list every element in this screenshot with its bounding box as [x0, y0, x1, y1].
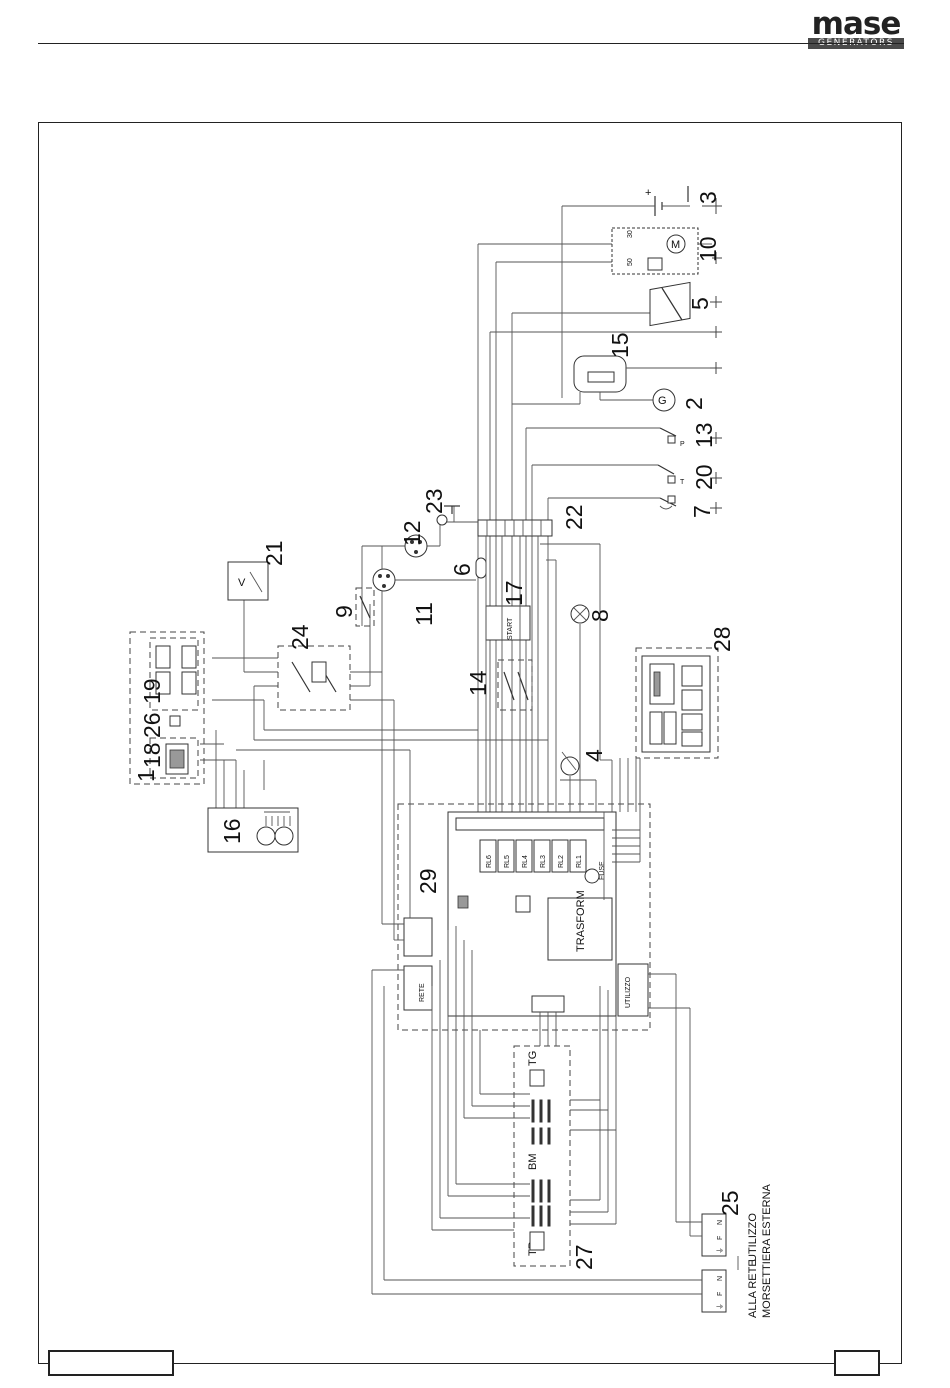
num-23: 23 — [421, 488, 447, 514]
out-f-label: F — [717, 1236, 724, 1240]
contactor-block-27: TG BM TR — [514, 996, 570, 1266]
num-7: 7 — [689, 505, 715, 518]
num-25: 25 — [717, 1190, 743, 1216]
num-3: 3 — [695, 191, 721, 204]
num-13: 13 — [691, 422, 717, 448]
terminal-block-in: N F ⏚ — [702, 1270, 726, 1312]
in-earth-label: ⏚ — [716, 1303, 724, 1310]
num-11: 11 — [411, 602, 437, 626]
num-29: 29 — [415, 868, 441, 894]
trasform-label: TRASFORM — [575, 890, 587, 952]
num-9: 9 — [331, 605, 357, 618]
out-n-label: N — [717, 1220, 724, 1225]
rete-terminals: RETE — [404, 918, 432, 1010]
fuse-label: FUSE — [599, 861, 606, 880]
num-2: 2 — [681, 397, 707, 410]
regulator-15 — [574, 356, 712, 400]
relay-rl6: RL6 — [486, 855, 493, 868]
caption-morsettiera: MORSETTIERA ESTERNA — [761, 1183, 773, 1318]
num-4: 4 — [581, 749, 607, 762]
rete-label: RETE — [419, 983, 426, 1002]
utilizzo-terminals: UTILIZZO — [618, 964, 648, 1016]
relay-rl4: RL4 — [522, 855, 529, 868]
num-20: 20 — [691, 464, 717, 490]
battery-plus-label: + — [645, 187, 651, 199]
voltmeter-21: V — [228, 562, 268, 600]
num-27: 27 — [571, 1244, 597, 1270]
num-16: 16 — [219, 818, 245, 844]
num-28: 28 — [709, 626, 735, 652]
indicator-4 — [561, 752, 579, 775]
num-21: 21 — [261, 540, 287, 566]
relay-rl5: RL5 — [504, 855, 511, 868]
in-f-label: F — [717, 1292, 724, 1296]
num-22: 22 — [561, 504, 587, 530]
socket-11 — [373, 569, 395, 591]
num-14: 14 — [465, 670, 491, 696]
num-1: 1 — [133, 769, 159, 782]
voltmeter-label: V — [238, 577, 246, 589]
num-24: 24 — [287, 624, 313, 650]
caption-alla-rete: ALLA RETE — [747, 1259, 759, 1318]
breaker-24 — [278, 646, 350, 710]
num-10: 10 — [695, 236, 721, 262]
out-earth-label: ⏚ — [716, 1247, 724, 1254]
start-label: START — [507, 617, 514, 640]
tg-label: TG — [527, 1051, 539, 1066]
num-18: 18 — [139, 742, 165, 768]
caption-utilizzo: UTILIZZO — [747, 1213, 759, 1262]
relay-rl2: RL2 — [558, 855, 565, 868]
num-8: 8 — [587, 609, 613, 622]
in-n-label: N — [717, 1276, 724, 1281]
num-6: 6 — [449, 563, 475, 576]
control-panel-28 — [636, 648, 718, 758]
num-12: 12 — [399, 520, 425, 546]
num-15: 15 — [607, 332, 633, 358]
num-26: 26 — [139, 712, 165, 738]
motor-label: M — [671, 239, 680, 251]
fuse-6 — [476, 558, 486, 578]
utilizzo-label: UTILIZZO — [625, 976, 632, 1008]
start-relay-17: START — [486, 606, 530, 640]
relay-rl3: RL3 — [540, 855, 547, 868]
relay-rl1: RL1 — [576, 855, 583, 868]
bm-label: BM — [527, 1154, 539, 1171]
pressure-switch-label: P — [680, 441, 685, 448]
starter-50-label: 50 — [627, 258, 634, 266]
temp-switch-label: T — [680, 479, 685, 486]
starter-30-label: 30 — [627, 230, 634, 238]
switch-14 — [498, 660, 532, 710]
terminal-block-out-25: N F ⏚ — [702, 1214, 726, 1256]
num-19: 19 — [139, 678, 165, 704]
num-17: 17 — [501, 580, 527, 606]
num-5: 5 — [687, 297, 713, 310]
alternator-label: G — [658, 395, 667, 407]
contact-9 — [356, 588, 374, 626]
